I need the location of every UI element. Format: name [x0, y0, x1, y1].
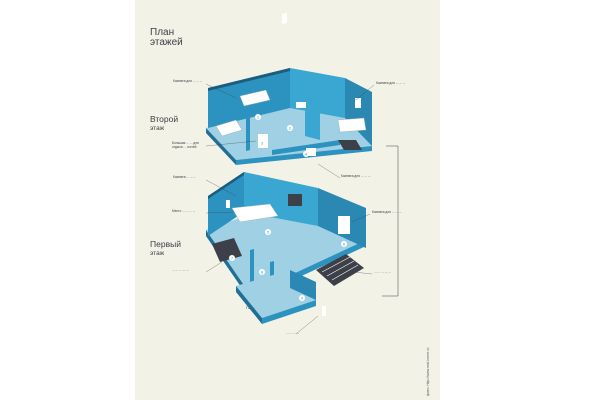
upper-wall-top — [208, 68, 290, 91]
callout-label: Комната для ... ... ... — [173, 79, 203, 83]
room-number-marker — [259, 140, 265, 146]
callout-label: Комната для ... ... ... — [376, 81, 406, 85]
bed-icon — [215, 119, 243, 137]
callout-label: Комната для ... ... ... — [341, 174, 371, 178]
tv-icon — [288, 194, 302, 206]
bed-icon — [239, 89, 271, 107]
room-number-marker — [287, 125, 293, 131]
bed-icon — [337, 117, 367, 133]
window — [282, 12, 287, 25]
leader-lines — [205, 83, 375, 335]
lower-floor: 5 6 7 8 9 — [206, 172, 366, 324]
room-number: 4 — [305, 153, 307, 157]
callout-label: ... ... ... ... ... — [172, 268, 189, 272]
callout-label: Комната для ... ... ... — [372, 210, 402, 214]
callout-label: Место ... ... ... ... — [172, 209, 196, 213]
window — [226, 200, 230, 208]
room-number: 3 — [261, 142, 263, 146]
callout-label: ... ... ... ... — [286, 331, 300, 335]
door-icon — [322, 306, 326, 316]
callout-label: Комната ... ... ... — [173, 175, 197, 179]
upper-slab-edge-left — [206, 128, 236, 165]
room-number-marker — [299, 295, 305, 301]
partition-wall — [246, 115, 250, 151]
upper-floor-line-2: этаж — [150, 125, 165, 132]
callout-label: Большая ... ... для отдыха ... гостей — [172, 141, 199, 149]
room-number-marker — [265, 229, 271, 235]
partition-wall — [272, 140, 340, 155]
upper-floor-title: Второй этаж — [150, 115, 178, 133]
room-number-marker — [229, 255, 235, 261]
source-credit: фото: http://www.real-home.ru — [426, 347, 430, 396]
garage-wall — [290, 270, 316, 300]
room-number: 6 — [343, 243, 345, 247]
sofa-icon — [231, 203, 279, 223]
room-number: 9 — [301, 297, 303, 301]
room-number-marker — [303, 151, 309, 157]
upper-floor: 1 2 3 4 — [206, 12, 372, 165]
desk-icon — [296, 102, 306, 108]
room-number: 1 — [257, 116, 259, 120]
desk-icon — [212, 238, 242, 262]
room-number: 7 — [231, 257, 233, 261]
room-number-marker — [259, 269, 265, 275]
title-line-1: План — [150, 27, 175, 38]
stair-link-line — [382, 145, 399, 297]
room-number-marker — [341, 241, 347, 247]
shower-icon — [338, 216, 350, 234]
lower-floor-line-1: Первый — [150, 239, 181, 249]
garage-edge-left — [236, 286, 262, 324]
stair-steps — [321, 256, 359, 281]
callout-label: ... ... ... ... ... — [374, 270, 391, 274]
room-number-marker — [255, 114, 261, 120]
room-number: 2 — [289, 127, 291, 131]
window — [355, 98, 361, 108]
stair-opening-icon — [338, 140, 362, 150]
sink-icon — [306, 148, 316, 156]
room-number: 8 — [261, 271, 263, 275]
garage-edge-front — [262, 300, 316, 324]
lower-floor-line-2: этаж — [150, 250, 165, 257]
room-number: 5 — [267, 231, 269, 235]
title-line-2: этажей — [150, 37, 183, 48]
partition-wall — [250, 249, 254, 291]
page-title: План этажей — [150, 28, 183, 48]
upper-floor-line-1: Второй — [150, 114, 179, 124]
partition-wall — [305, 104, 320, 140]
lower-wall-top — [208, 172, 244, 199]
lower-floor-title: Первый этаж — [150, 240, 181, 258]
